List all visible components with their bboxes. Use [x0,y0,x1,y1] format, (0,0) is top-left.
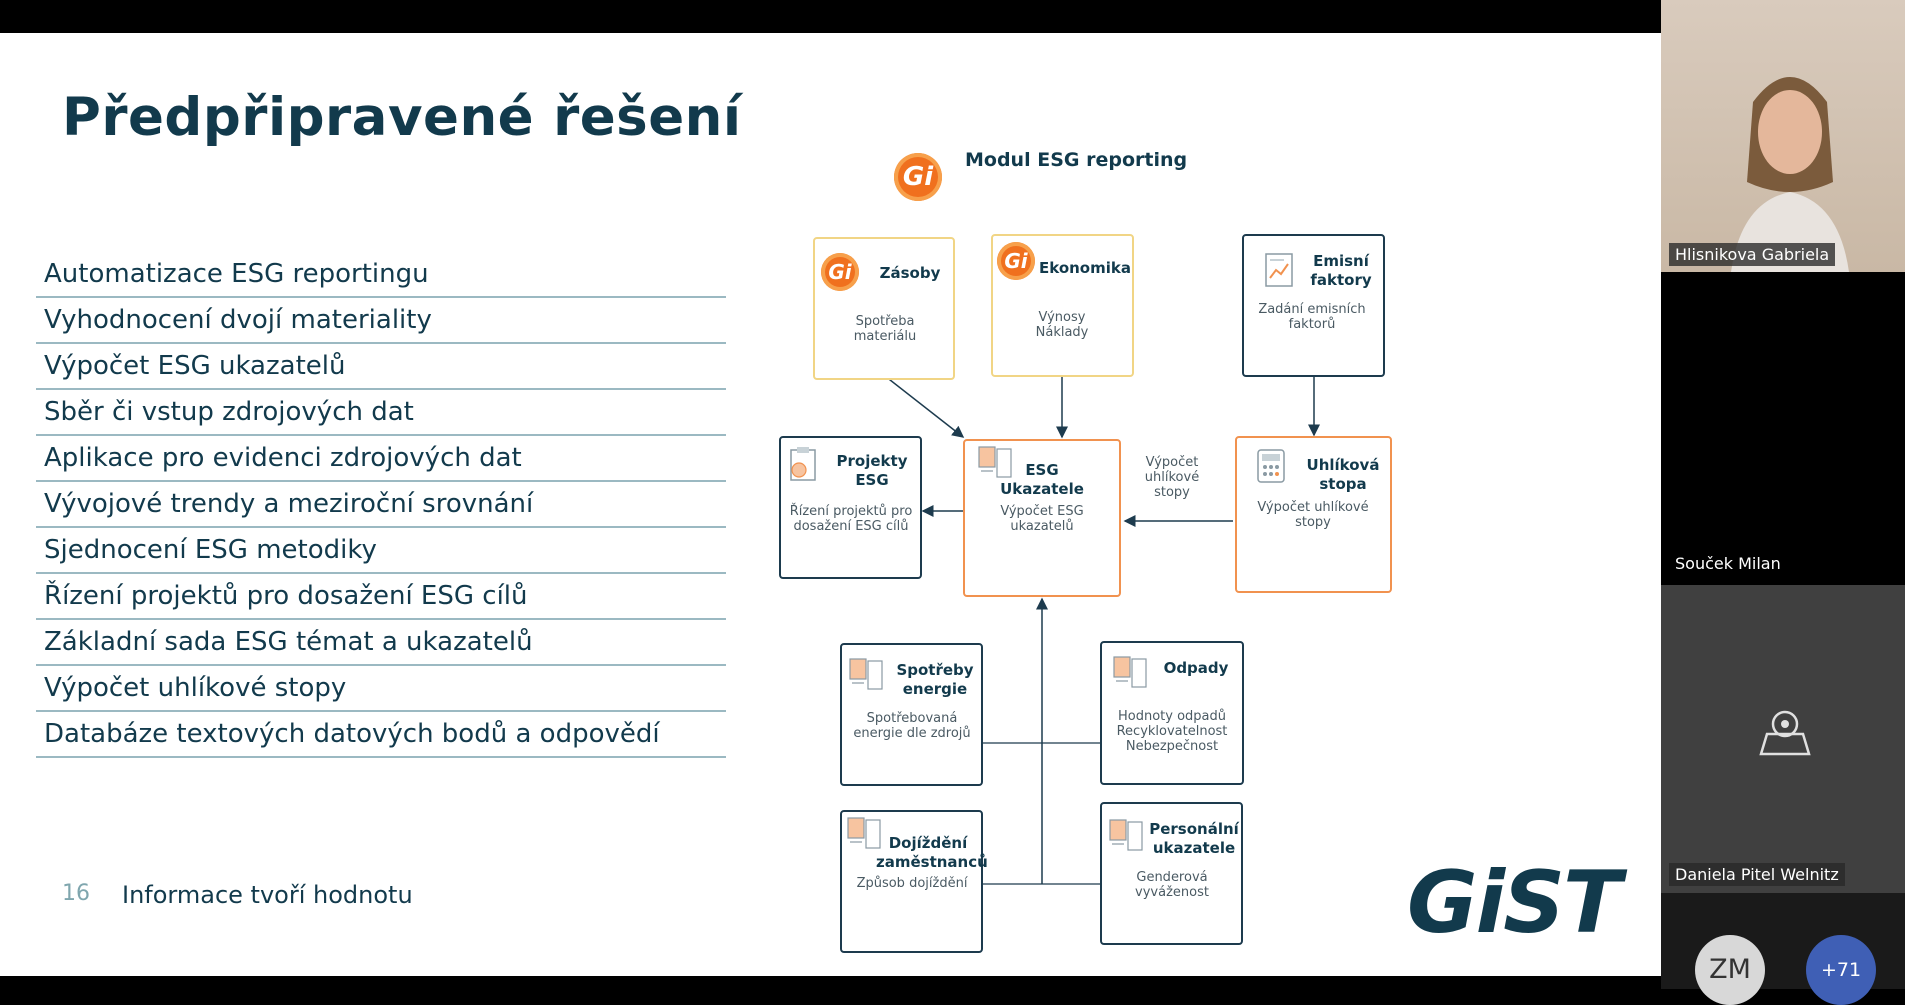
zasoby-desc: Spotřeba materiálu [849,314,921,344]
odpady-box: Odpady Hodnoty odpadů Recyklovatelnost N… [1100,641,1244,785]
dojizdeni-title: Dojíždění zaměstnanců [876,834,980,872]
footer-tagline: Informace tvoří hodnotu [122,881,413,909]
slide-title: Předpřipravené řešení [62,87,742,148]
dojizdeni-box: Dojíždění zaměstnanců Způsob dojíždění [840,810,983,953]
document-icon [848,657,886,695]
more-participants-button[interactable]: +71 [1806,935,1876,1005]
document-icon [1108,818,1146,856]
list-item: Výpočet ESG ukazatelů [36,346,726,390]
uhlikova-desc: Výpočet uhlíkové stopy [1253,500,1373,530]
zasoby-logo: Gi [821,253,859,291]
odpady-desc: Hodnoty odpadů Recyklovatelnost Nebezpeč… [1110,709,1234,754]
participant-name: Souček Milan [1675,554,1781,573]
projekty-esg-box: Projekty ESG Řízení projektů pro dosažen… [779,436,922,579]
participant-name: Hlisnikova Gabriela [1669,243,1835,266]
ekonomika-box: Gi Ekonomika Výnosy Náklady [991,234,1134,377]
clipboard-icon [783,446,821,484]
ukazatele-title: ESG Ukazatele [1000,461,1084,499]
chart-document-icon [1262,252,1300,290]
video-tile-milan[interactable]: Souček Milan [1661,272,1905,585]
projekty-title: Projekty ESG [835,452,909,490]
list-item: Sjednocení ESG metodiky [36,530,726,574]
camera-off-icon [1749,700,1821,772]
arrow-zasoby-to-ukazatele [885,376,963,437]
feature-list: Automatizace ESG reportingu Vyhodnocení … [36,254,726,760]
list-item: Aplikace pro evidenci zdrojových dat [36,438,726,482]
gist-logo: GiST [1407,853,1620,953]
document-icon [1112,655,1150,693]
zasoby-box: Gi Zásoby Spotřeba materiálu [813,237,955,380]
emisni-desc: Zadání emisních faktorů [1258,302,1366,332]
list-item: Výpočet uhlíkové stopy [36,668,726,712]
participants-panel: Hlisnikova Gabriela Souček Milan Daniela… [1661,0,1905,989]
avatar[interactable]: ZM [1695,935,1765,1005]
personalni-title: Personální ukazatele [1148,820,1240,858]
uhlikova-arrow-label: Výpočet uhlíkové stopy [1140,455,1204,500]
ukazatele-desc: Výpočet ESG ukazatelů [995,504,1089,534]
spotreby-energie-box: Spotřeby energie Spotřebovaná energie dl… [840,643,983,786]
projekty-desc: Řízení projektů pro dosažení ESG cílů [789,504,913,534]
presentation-slide: Předpřipravené řešení Automatizace ESG r… [0,33,1661,976]
calculator-icon [1253,448,1291,486]
esg-module-diagram: Gi Modul ESG reporting Gi Zásoby Spotřeb… [770,113,1410,953]
list-item: Vyhodnocení dvojí materiality [36,300,726,344]
module-title: Modul ESG reporting [965,149,1187,171]
zasoby-title: Zásoby [867,264,953,283]
energie-desc: Spotřebovaná energie dle zdrojů [848,711,976,741]
participant-video [1731,62,1849,272]
video-tile-gabriela[interactable]: Hlisnikova Gabriela [1661,0,1905,272]
ekonomika-desc: Výnosy Náklady [1029,310,1095,340]
odpady-title: Odpady [1158,659,1234,678]
emisni-faktory-box: Emisní faktory Zadání emisních faktorů [1242,234,1385,377]
uhlikova-stopa-box: Uhlíková stopa Výpočet uhlíkové stopy [1235,436,1392,593]
ekonomika-title: Ekonomika [1037,259,1133,278]
esg-ukazatele-box: ESG Ukazatele Výpočet ESG ukazatelů [963,439,1121,597]
module-logo: Gi [894,153,942,201]
page-number: 16 [62,881,90,906]
personalni-box: Personální ukazatele Genderová vyváženos… [1100,802,1243,945]
list-item: Sběr či vstup zdrojových dat [36,392,726,436]
ekonomika-logo: Gi [997,242,1035,280]
dojizdeni-desc: Způsob dojíždění [848,876,976,891]
energie-title: Spotřeby energie [892,661,978,699]
list-item: Automatizace ESG reportingu [36,254,726,298]
uhlikova-title: Uhlíková stopa [1299,456,1387,494]
list-item: Základní sada ESG témat a ukazatelů [36,622,726,666]
emisni-title: Emisní faktory [1304,252,1378,290]
list-item: Řízení projektů pro dosažení ESG cílů [36,576,726,620]
list-item: Databáze textových datových bodů a odpov… [36,714,726,758]
list-item: Vývojové trendy a meziroční srovnání [36,484,726,528]
participant-name: Daniela Pitel Welnitz [1669,863,1845,886]
personalni-desc: Genderová vyváženost [1118,870,1226,900]
